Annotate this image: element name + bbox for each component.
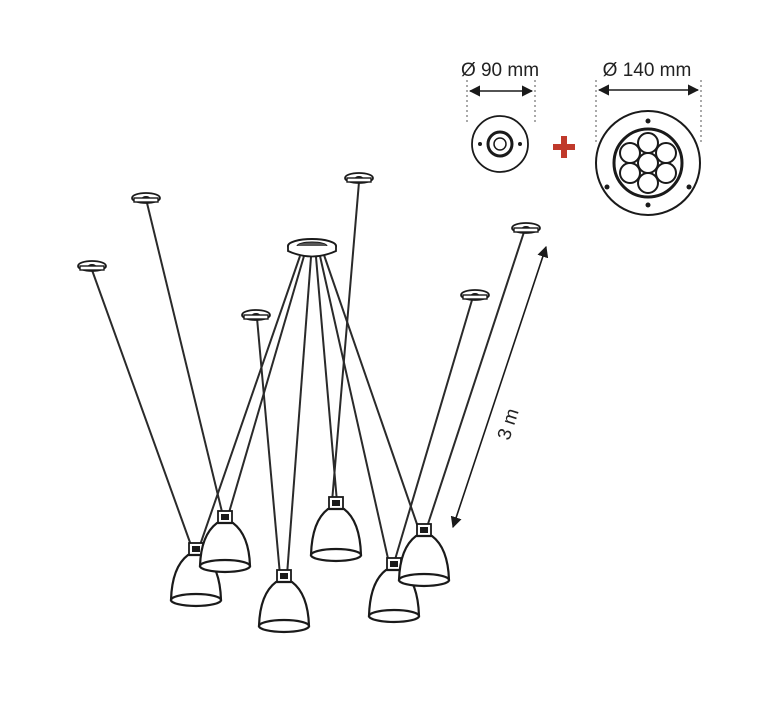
plus-icon [553, 136, 575, 158]
canopy-3 [241, 309, 271, 321]
canopy-1 [77, 260, 107, 272]
large-canopy-dimension: Ø 140 mm [595, 60, 702, 145]
cable-5 [227, 255, 305, 517]
cable-6 [286, 256, 312, 576]
cable-10 [331, 181, 360, 503]
small-canopy-dimension: Ø 90 mm [461, 60, 539, 125]
large-canopy-diameter-label: Ø 140 mm [603, 60, 692, 81]
cable-7 [315, 256, 338, 503]
large-canopy-top-view [595, 110, 701, 216]
cable-length-dimension: 3 m [450, 245, 549, 529]
cable-1 [91, 269, 193, 549]
canopy-4 [344, 172, 374, 184]
central-hub-canopy [287, 238, 337, 258]
canopy-5 [460, 289, 490, 301]
small-canopy-top-view [471, 115, 529, 173]
lamp-shade-6 [397, 523, 451, 588]
canopy-6 [511, 222, 541, 234]
cable-9 [323, 254, 420, 531]
canopy-2 [131, 192, 161, 204]
lamp-shade-2 [198, 510, 252, 574]
cable-11 [393, 299, 473, 564]
cable-12 [425, 231, 525, 531]
cable-2 [146, 202, 224, 517]
cable-length-label: 3 m [494, 406, 524, 443]
lamp-shade-3 [257, 569, 311, 634]
cable-8 [319, 255, 390, 564]
lamp-shades [169, 496, 451, 634]
cable-3 [256, 317, 281, 576]
small-canopy-diameter-label: Ø 90 mm [461, 60, 539, 81]
ceiling-canopies [77, 172, 541, 321]
lamp-shade-4 [309, 496, 363, 563]
cable-4 [198, 255, 301, 549]
